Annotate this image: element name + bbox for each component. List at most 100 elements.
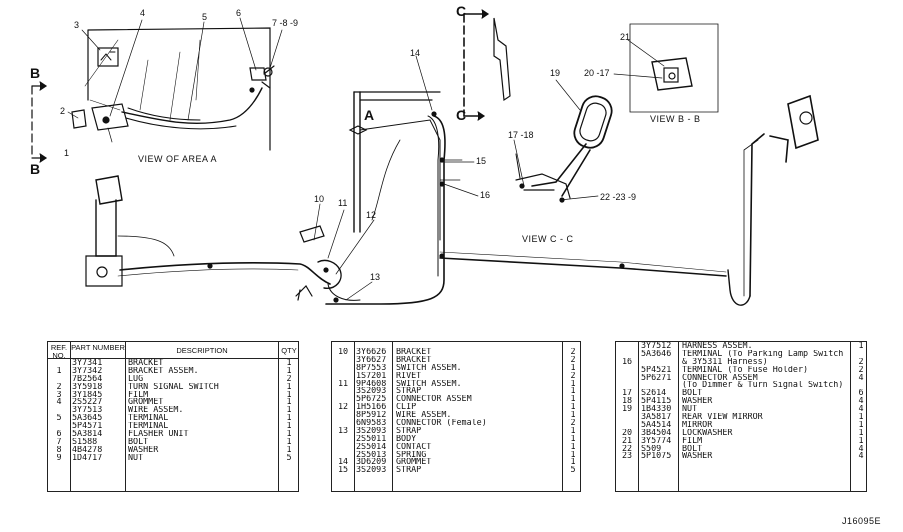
callout-leaders [67,17,665,301]
description-cell: GROMMET [396,458,432,467]
qty-cell: 2 [570,348,576,356]
qty-cell: 1 [286,445,292,454]
part-number-cell: 5A3645 [72,414,103,423]
right-lamp-harness [439,94,819,306]
callout-10: 10 [314,194,325,204]
header-ref-no: REF. NO. [50,343,68,360]
part-number-cell: 3Y6627 [356,355,387,364]
callout-3: 3 [74,20,80,30]
ref-no-cell: 4 [56,398,62,407]
description-cell: CLIP [396,403,417,412]
description-cell: BOLT [128,437,149,446]
callout-16: 16 [480,190,491,200]
ref-no-cell: 12 [337,403,349,412]
qty-cell: 1 [570,426,576,435]
callout-2: 2 [60,106,66,116]
view-b-b-drawing [629,23,719,113]
description-cell: STRAP [396,466,422,475]
part-number-cell: 3Y7342 [72,366,103,375]
qty-cell: 1 [286,390,292,399]
description-cell: SWITCH ASSEM. [396,379,462,388]
ref-no-cell: 22 [621,444,633,453]
qty-cell: 4 [858,444,864,453]
qty-cell: 1 [570,387,576,396]
ref-no-cell: 9 [56,453,62,462]
part-number-cell: 5A4514 [641,420,672,429]
ref-no-cell: 8 [56,445,62,454]
description-cell: FILM [682,436,703,445]
description-cell: BOLT [682,389,703,398]
qty-cell: 2 [286,374,292,383]
qty-cell: 5 [286,453,292,462]
callout-17-18: 17 -18 [508,130,534,140]
control-lever [493,17,511,102]
description-cell: BOLT [682,444,703,453]
qty-cell: 1 [570,395,576,404]
part-number-cell: 5A3814 [72,430,103,438]
part-number-cell: 9P4608 [356,379,387,388]
table-row: 16& 3Y5311 Harness)2 [616,358,866,366]
qty-cell: 1 [570,379,576,388]
part-number-cell: 3S2093 [356,426,387,435]
left-lamp-harness [85,175,361,301]
part-number-cell: S2614 [641,389,667,398]
header-part-number: PART NUMBER [71,343,125,352]
description-cell: STRAP [396,426,422,435]
description-cell: GROMMET [128,398,164,407]
part-number-cell: 1B4330 [641,405,672,414]
part-number-cell: 3Y5918 [72,382,103,391]
part-number-cell: 3S2093 [356,466,387,475]
table-row: 18 5P4115 WASHER 4 [616,397,866,405]
description-cell: SWITCH ASSEM. [396,363,462,372]
parts-table-1-header: REF. NO. PART NUMBER DESCRIPTION QTY [48,342,298,359]
caption-view-b-b: VIEW B - B [650,114,701,124]
part-number-cell: 5P4115 [641,397,672,406]
description-cell: BRACKET [396,355,432,364]
callout-22-23-9: 22 -23 -9 [600,192,637,202]
description-cell: BRACKET [396,348,432,356]
header-description: DESCRIPTION [176,346,228,355]
qty-cell: 1 [570,403,576,412]
part-number-cell: 6N9583 [356,419,387,427]
caption-view-of-area-a: VIEW OF AREA A [138,154,218,164]
description-cell: LUG [128,374,144,383]
section-marker-c-bottom: C [456,107,467,123]
description-cell: WASHER [682,452,713,461]
parts-table-1: REF. NO. PART NUMBER DESCRIPTION QTY 3Y7… [47,341,299,492]
qty-cell: 4 [858,397,864,406]
part-number-cell: 3Y5774 [641,436,672,445]
part-number-cell: 3D6209 [356,458,387,467]
description-cell: TERMINAL (To Parking Lamp Switch [682,349,844,358]
description-cell: WASHER [682,397,713,406]
part-number-cell: 3S2093 [356,387,387,396]
description-cell: HARNESS ASSEM. [682,342,753,350]
description-cell: (To Dimmer & Turn Signal Switch) [682,381,844,390]
ref-no-cell: 19 [621,405,633,414]
qty-cell: 2 [570,419,576,427]
description-cell: STRAP [396,387,422,396]
ref-no-cell: 16 [621,357,633,366]
qty-cell: 1 [286,437,292,446]
description-cell: & 3Y5311 Harness) [682,357,768,366]
callout-13: 13 [370,272,381,282]
ref-no-cell: 18 [621,397,633,406]
